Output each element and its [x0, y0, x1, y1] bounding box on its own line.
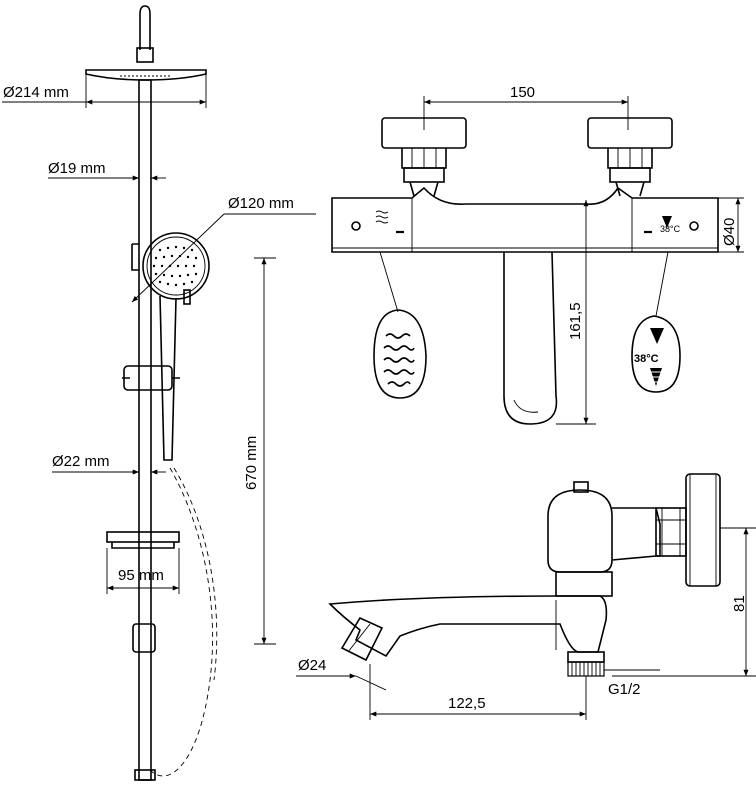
rain-head — [85, 69, 207, 81]
dim-outlet-diameter: Ø24 — [298, 657, 326, 674]
dim-holder-width: 95 mm — [118, 567, 164, 584]
flow-small-icon — [375, 210, 389, 224]
dim-bar-diameter: Ø22 mm — [52, 453, 110, 470]
flow-handle-detail — [373, 309, 427, 399]
temp-label-large: 38°C — [634, 353, 659, 365]
hand-shower — [142, 232, 210, 461]
shower-set-view: Ø214 mm Ø19 mm Ø120 mm Ø22 mm 95 mm 670 … — [2, 5, 316, 781]
soap-holder — [106, 531, 180, 543]
hose — [149, 467, 214, 777]
spout-side — [328, 595, 608, 658]
shower-rail — [138, 79, 152, 781]
dim-inlet-height: 81 — [731, 595, 748, 612]
wall-bracket — [132, 623, 156, 653]
dim-thread: G1/2 — [608, 681, 641, 698]
temp-label-small: 38°C — [660, 224, 681, 234]
mixer-front-view: 150 38°C Ø40 — [331, 84, 744, 425]
dim-rod-diameter: Ø19 mm — [48, 160, 106, 177]
spout-front — [503, 251, 558, 425]
dim-valve-spacing: 150 — [510, 84, 535, 101]
dim-body-diameter: Ø40 — [721, 218, 738, 246]
dim-rail-height: 670 mm — [243, 436, 260, 490]
dim-hand-shower-diameter: Ø120 mm — [228, 195, 294, 212]
temp-handle-detail — [631, 315, 681, 393]
temp-small-icon — [662, 216, 672, 228]
slider-bracket — [123, 365, 173, 391]
dim-head-diameter: Ø214 mm — [3, 84, 69, 101]
mixer-side-view: Ø24 81 G1/2 122,5 — [296, 473, 756, 720]
dim-spout-height: 161,5 — [567, 302, 584, 340]
dim-spout-length: 122,5 — [448, 695, 486, 712]
top-bracket — [131, 243, 139, 271]
